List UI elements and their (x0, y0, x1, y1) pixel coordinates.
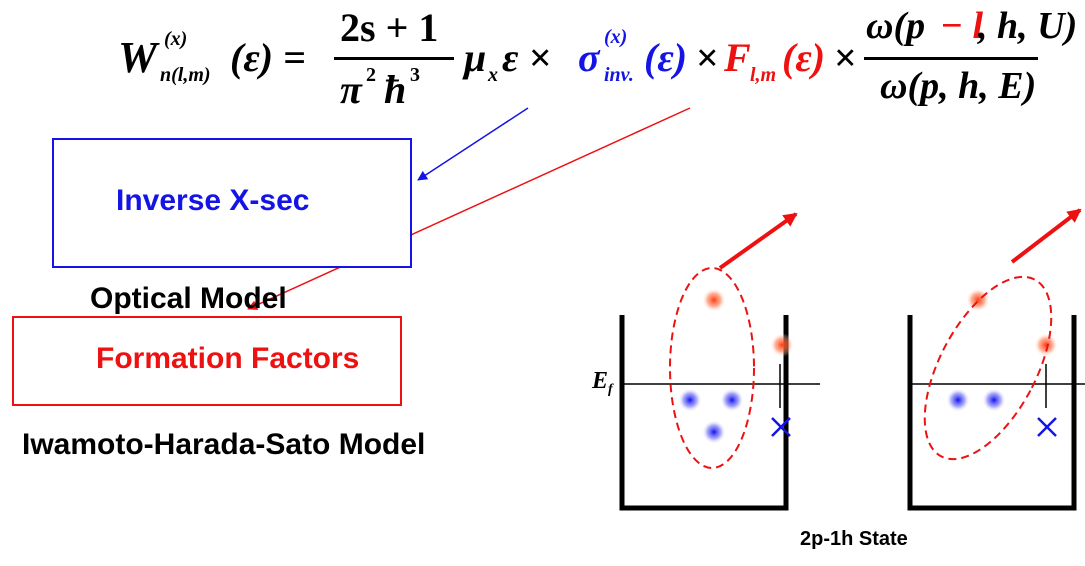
nucleon-right-1 (946, 388, 970, 412)
potential-well-right (907, 208, 1085, 511)
sigma-inverse-symbol: σ (578, 35, 600, 80)
sigma-to-box-arrow (417, 107, 529, 181)
inverse-xsec-label: Inverse X-sec (116, 184, 310, 217)
inverse-xsec-box: Inverse X-sec (52, 138, 412, 268)
particle-left-1 (702, 288, 726, 312)
fraction1-denominator-pi-exp: 2 (366, 64, 376, 86)
epsilon-times: ε × (502, 35, 552, 80)
nucleon-left-1 (678, 388, 702, 412)
fraction1-denominator-pi: π (340, 67, 362, 112)
particle-left-2 (770, 333, 794, 357)
sigma-subscript: inv. (604, 64, 634, 86)
formation-factor-argument: (ε) (782, 35, 826, 80)
formation-factor-symbol: F (724, 35, 751, 80)
mu-subscript: x (488, 64, 498, 86)
fraction1-denominator-hbar-exp: 3 (410, 64, 420, 86)
ihs-model-caption: Iwamoto-Harada-Sato Model (22, 428, 426, 461)
lhs-subscript: n(l,m) (160, 64, 211, 86)
particle-right-2 (1034, 333, 1058, 357)
sigma-argument: (ε) (644, 35, 688, 80)
lhs-superscript: (x) (164, 28, 188, 50)
formation-factor-subscript: l,m (750, 64, 777, 86)
times-1: × (696, 35, 719, 80)
formation-factor-to-box-arrow (247, 107, 691, 310)
lhs-symbol: W (118, 33, 158, 82)
nucleon-right-2 (982, 388, 1006, 412)
fraction2-numerator-pre: ω(p (866, 5, 926, 47)
emission-cluster-ellipse-right (923, 275, 1053, 461)
potential-well-left (619, 212, 820, 511)
hole-cross-left (771, 417, 791, 437)
mu-symbol: μ (464, 35, 487, 80)
fraction1-denominator-hbar: ħ (384, 67, 407, 112)
fraction2-denominator: ω(p, h, E) (880, 65, 1037, 107)
fraction2-numerator-post: , h, U) (978, 5, 1078, 47)
fraction2-numerator-minus-l: − l (940, 5, 984, 47)
hole-cross-right (1037, 417, 1057, 437)
formation-rate-formula: W (x) n(l,m) (ε) = 2s + 1 π 2 ħ 3 μ x ε … (118, 5, 1077, 120)
optical-model-caption: Optical Model (90, 282, 287, 315)
particle-right-1 (966, 288, 990, 312)
fermi-energy-label: E (592, 368, 609, 394)
emission-cluster-ellipse-left (669, 267, 755, 469)
fraction1-numerator: 2s + 1 (340, 5, 439, 50)
nucleon-left-2 (720, 388, 744, 412)
fermi-energy-subscript: f (608, 382, 613, 397)
nucleon-left-3 (702, 420, 726, 444)
formation-factors-box: Formation Factors (12, 316, 402, 406)
state-caption: 2p-1h State (800, 528, 908, 550)
emission-arrow-right (1010, 208, 1082, 264)
lhs-argument: (ε) = (230, 35, 306, 80)
fraction1-bar (334, 57, 454, 60)
times-2: × (834, 35, 857, 80)
emission-arrow-left (718, 212, 798, 270)
sigma-superscript: (x) (604, 26, 628, 48)
fraction2-bar (864, 57, 1038, 60)
formation-factors-label: Formation Factors (96, 342, 360, 375)
